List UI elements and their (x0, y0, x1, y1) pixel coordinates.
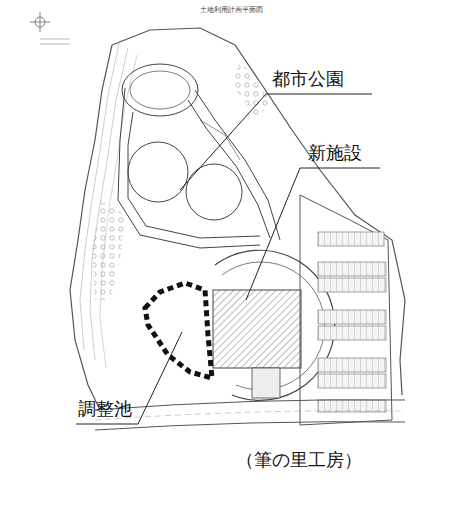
pond-callout: 調整池 (78, 399, 132, 420)
legend-notes (40, 39, 70, 44)
facility-callout: 新施設 (308, 143, 362, 164)
compass (30, 12, 50, 32)
main-road (95, 400, 405, 430)
parking-lot (300, 195, 392, 425)
detention-pond-boundary (145, 283, 212, 378)
plan-title: 土地利用計画平面図 (200, 6, 263, 14)
leader-lines (76, 94, 380, 424)
workshop-label: （筆の里工房） (236, 450, 362, 471)
tree-belt (92, 60, 270, 300)
site-boundary (70, 28, 405, 410)
new-facility (213, 250, 335, 400)
city-park (118, 64, 280, 248)
park-callout: 都市公園 (272, 69, 344, 90)
